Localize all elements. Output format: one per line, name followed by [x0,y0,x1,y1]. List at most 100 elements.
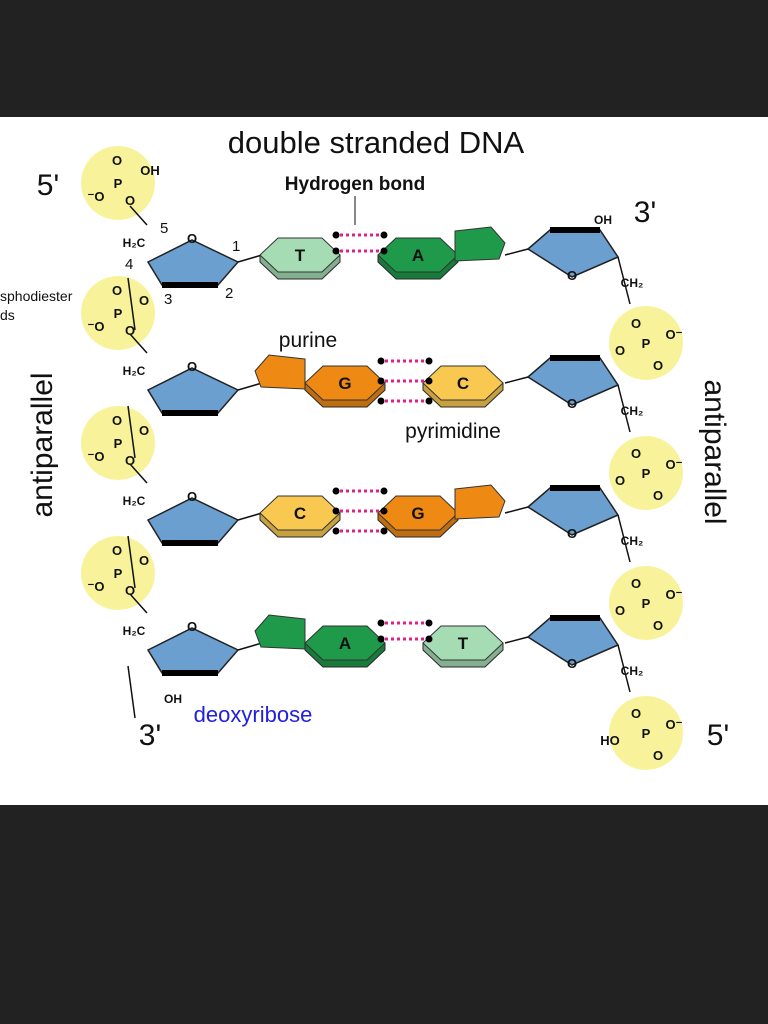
base-c-ring [259,495,341,531]
oxygen-atom: O [139,553,149,568]
ring-oxygen: O [567,526,577,541]
oxygen-atom: O [112,283,122,298]
ring-oxygen: O [187,231,197,246]
oxygen-ion: ⁻O [88,449,105,464]
nucleotide-pair-row: O H₂C O CH₂ OH T A [123,196,644,331]
bond-line [617,644,631,693]
hydroxyl: OH [594,213,612,227]
phosphorus-atom: P [642,596,651,611]
carbon-number-4: 4 [125,256,133,273]
purine-label: purine [279,329,337,352]
bond-line [617,384,631,433]
bond-line [129,205,148,226]
oxygen-ion: O⁻ [666,587,683,602]
bond-line [127,277,136,331]
hydrogen-bond-atom [425,377,433,385]
oxygen-ion: ⁻O [88,319,105,334]
bond-line [129,333,148,354]
base-c-ring [422,365,504,401]
hydrogen-bond-atom [425,635,433,643]
strand-end-3prime-bottom: 3' [139,719,161,752]
hydrogen-bond-label: Hydrogen bond [285,174,425,195]
phosphorus-atom: P [642,726,651,741]
oxygen-atom: O [112,413,122,428]
base-g-letter: G [411,504,424,523]
glycosidic-bond [237,512,263,521]
methylene-group: CH₂ [621,534,644,548]
phosphate-circle [609,306,683,380]
base-t-letter: T [458,634,469,653]
oxygen-atom: O [139,423,149,438]
hydrogen-bond-atom [377,357,385,365]
glycosidic-bond [237,254,263,263]
base-g-pentagon [254,354,306,390]
ring-oxygen: O [567,656,577,671]
bond-line [617,256,631,305]
oxygen-atom: O [112,153,122,168]
phosphodiester-label-line1: sphodiester [0,288,73,304]
base-t-ring [422,625,504,661]
glycosidic-bond [237,382,263,391]
base-c-letter: C [294,504,306,523]
base-g-letter: G [338,374,351,393]
phosphate-circle [81,146,155,220]
deoxyribose-sugar-left [146,367,240,414]
phosphate-circle [609,436,683,510]
hydrogen-bond-atom [377,397,385,405]
oxygen-atom: O [631,446,641,461]
methylene-group: CH₂ [621,276,644,290]
phosphate-circle [81,276,155,350]
methylene-group: H₂C [123,236,146,250]
deoxyribose-sugar-left [146,627,240,674]
base-a-letter: A [339,634,351,653]
hydrogen-bond-atom [425,397,433,405]
base-a-letter: A [412,246,424,265]
hydrogen-bond-atom [380,247,388,255]
glycosidic-bond [504,376,529,384]
oxygen-atom: O [653,748,663,763]
hydrogen-bond-atom [332,527,340,535]
phosphorus-atom: P [642,336,651,351]
phosphodiester-label-line2: ds [0,307,15,323]
hydroxyl: HO [600,733,620,748]
base-a-pentagon [454,226,506,262]
glycosidic-bond [504,636,529,644]
deoxyribose-sugar-left [146,239,240,286]
deoxyribose-sugar-right [526,229,620,278]
ring-oxygen: O [187,359,197,374]
phosphate-group: POO⁻OHO [600,696,683,770]
glycosidic-bond [504,506,529,514]
carbon-number-3: 3 [164,291,172,308]
oxygen-atom: O [631,316,641,331]
methylene-group: CH₂ [621,404,644,418]
base-a-pentagon [254,614,306,650]
antiparallel-right-label: antiparallel [698,379,731,524]
base-t-ring [259,237,341,273]
oxygen-ion: O⁻ [666,457,683,472]
oxygen-atom: O [125,583,135,598]
ring-oxygen: O [187,489,197,504]
bond-line [127,535,136,589]
oxygen-atom: O [615,603,625,618]
glycosidic-bond [504,248,529,256]
deoxyribose-sugar-right [526,617,620,666]
deoxyribose-label: deoxyribose [194,702,313,727]
hydrogen-bond-atom [377,619,385,627]
phosphate-circle [609,696,683,770]
strand-end-5prime-bottom: 5' [707,719,729,752]
methylene-group: H₂C [123,364,146,378]
phosphate-circle [81,406,155,480]
base-t-letter: T [295,246,306,265]
hydrogen-bond-atom [332,507,340,515]
methylene-group: CH₂ [621,664,644,678]
hydroxyl: OH [164,692,182,706]
hydrogen-bond-atom [377,377,385,385]
deoxyribose-sugar-right [526,487,620,536]
phosphate-group: POO⁻OO [609,566,683,640]
hydrogen-bond-atom [332,487,340,495]
hydroxyl: OH [140,163,160,178]
diagram-title: double stranded DNA [228,125,525,160]
bond-line [129,593,148,614]
